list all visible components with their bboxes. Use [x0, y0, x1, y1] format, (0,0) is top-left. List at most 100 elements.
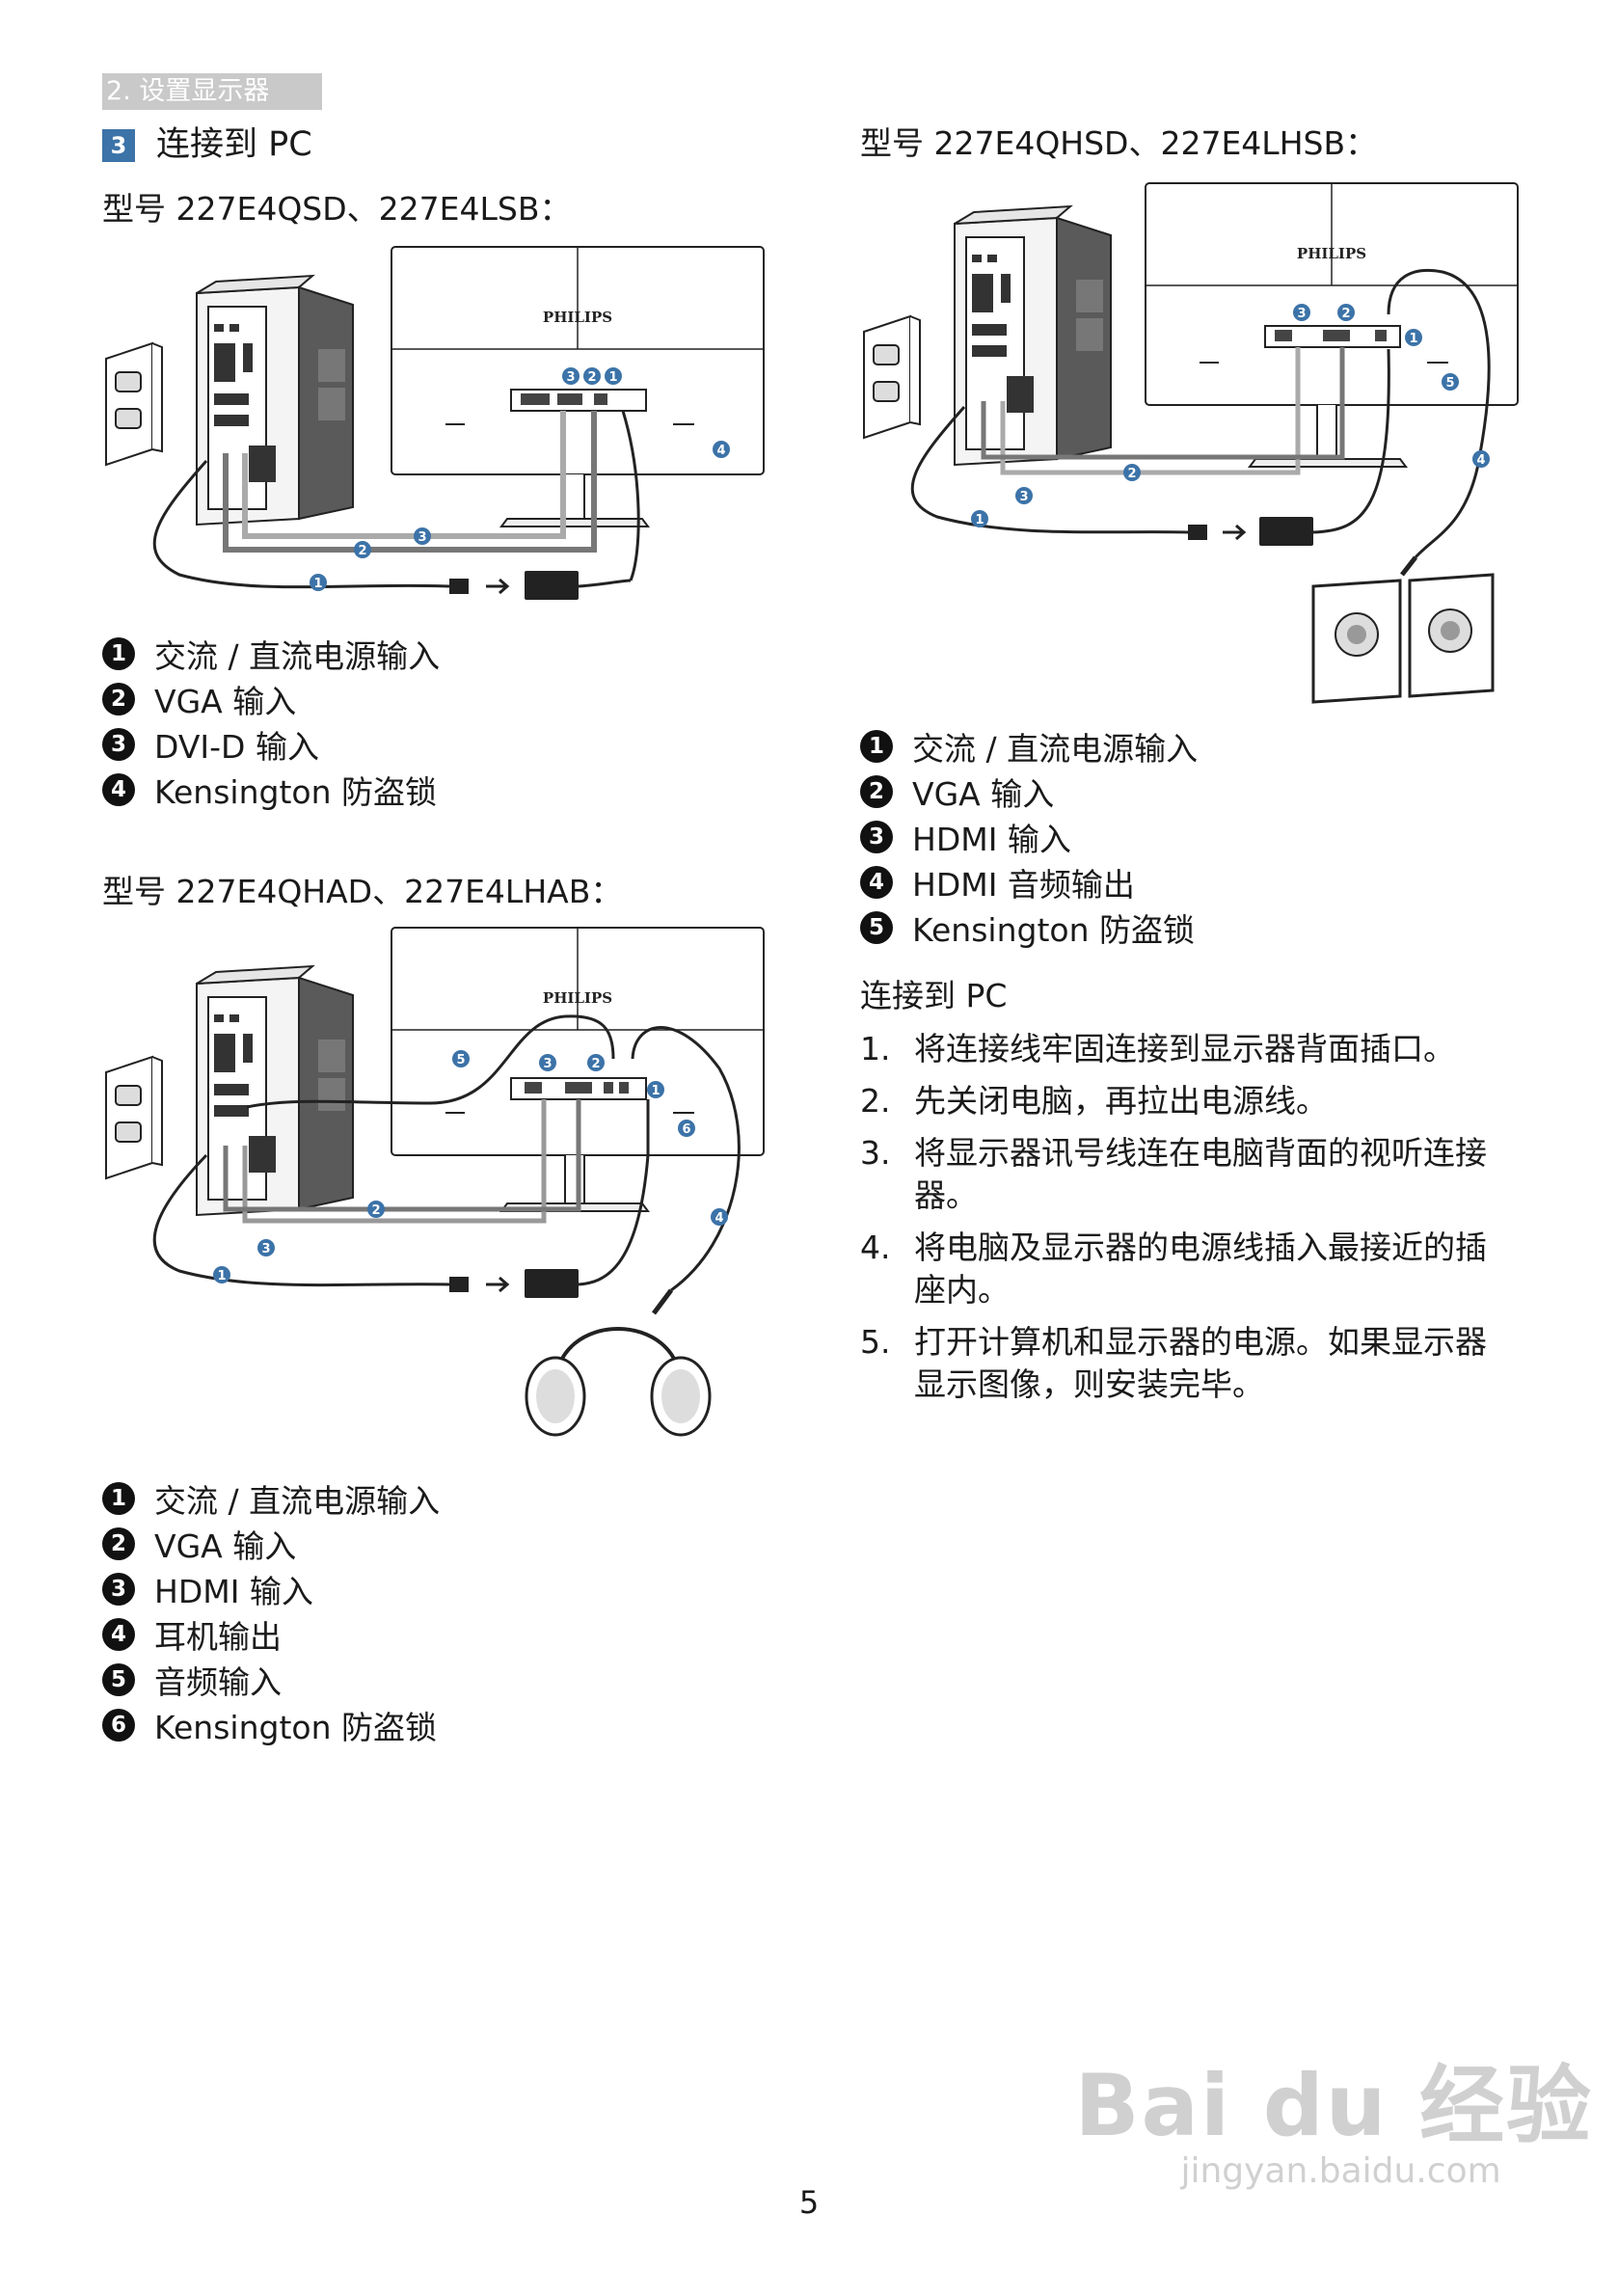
svg-text:1: 1: [1409, 332, 1417, 346]
svg-text:3: 3: [1019, 490, 1028, 504]
legend-number-badge: 1: [102, 1481, 135, 1515]
svg-text:6: 6: [682, 1122, 690, 1137]
svg-text:2: 2: [371, 1203, 380, 1218]
watermark-logo: Bai du 经验: [1074, 2056, 1593, 2155]
legend-number-badge: 6: [102, 1708, 135, 1742]
legend-label: DVI-D 输入: [154, 727, 319, 766]
svg-text:5: 5: [456, 1053, 465, 1067]
svg-text:3: 3: [543, 1057, 552, 1071]
legend-item: 6 Kensington 防盗锁: [102, 1702, 440, 1747]
step-number: 4.: [860, 1229, 891, 1266]
legend-number-badge: 1: [860, 729, 893, 763]
svg-text:4: 4: [715, 1211, 723, 1226]
legend-label: HDMI 输入: [912, 820, 1071, 858]
legend-number-badge: 3: [102, 727, 135, 761]
svg-text:1: 1: [975, 513, 984, 527]
legend-label: Kensington 防盗锁: [912, 910, 1195, 949]
legend-number-badge: 3: [860, 820, 893, 853]
page-number: 5: [798, 2184, 820, 2221]
legend-number-badge: 1: [102, 636, 135, 670]
step-title: 连接到 PC: [156, 125, 312, 164]
step-text: 将连接线牢固连接到显示器背面插口。: [914, 1030, 1455, 1067]
step-item: 1. 将连接线牢固连接到显示器背面插口。: [860, 1028, 1512, 1070]
legend-item: 1 交流 / 直流电源输入: [102, 631, 440, 676]
svg-text:1: 1: [651, 1084, 660, 1098]
svg-text:1: 1: [608, 370, 617, 385]
step-number: 2.: [860, 1082, 891, 1120]
brand-logo: PHILIPS: [543, 309, 612, 326]
step-item: 2. 先关闭电脑，再拉出电源线。: [860, 1080, 1512, 1122]
legend-item: 4 Kensington 防盗锁: [102, 767, 440, 812]
model-b-connection-diagram: PHILIPS 3 2 1: [102, 924, 777, 1464]
step-number: 3.: [860, 1134, 891, 1172]
svg-text:2: 2: [587, 370, 596, 385]
legend-number-badge: 5: [860, 910, 893, 944]
step-number-badge: 3: [102, 129, 135, 162]
svg-text:2: 2: [1341, 307, 1350, 321]
model-a-connection-diagram: PHILIPS 3 2 1 4 3 2 1: [102, 243, 777, 629]
legend-number-badge: 4: [860, 865, 893, 899]
legend-item: 1 交流 / 直流电源输入: [102, 1475, 440, 1521]
legend-label: 音频输入: [154, 1662, 282, 1701]
step-text: 将电脑及显示器的电源线插入最接近的插座内。: [914, 1229, 1487, 1309]
legend-item: 2 VGA 输入: [860, 769, 1198, 814]
step-heading: 3 连接到 PC: [102, 123, 312, 166]
legend-item: 2 VGA 输入: [102, 676, 440, 721]
watermark-url: jingyan.baidu.com: [1180, 2151, 1501, 2191]
legend-item: 1 交流 / 直流电源输入: [860, 723, 1198, 769]
legend-number-badge: 4: [102, 772, 135, 806]
model-c-legend: 1 交流 / 直流电源输入 2 VGA 输入 3 HDMI 输入 4 HDMI 音频输出…: [860, 723, 1198, 950]
legend-number-badge: 2: [860, 774, 893, 808]
legend-number-badge: 5: [102, 1662, 135, 1696]
legend-number-badge: 4: [102, 1617, 135, 1651]
svg-text:5: 5: [1445, 376, 1454, 391]
legend-label: 交流 / 直流电源输入: [154, 636, 441, 675]
model-c-connection-diagram: PHILIPS 3 2 1 5 4: [860, 179, 1535, 710]
legend-number-badge: 3: [102, 1572, 135, 1606]
svg-text:1: 1: [313, 577, 322, 591]
legend-label: Kensington 防盗锁: [154, 1708, 437, 1746]
legend-label: Kensington 防盗锁: [154, 772, 437, 811]
step-number: 1.: [860, 1030, 891, 1067]
legend-item: 3 HDMI 输入: [102, 1566, 440, 1611]
svg-text:3: 3: [418, 530, 426, 545]
svg-text:3: 3: [566, 370, 575, 385]
step-text: 先关闭电脑，再拉出电源线。: [914, 1082, 1328, 1120]
legend-label: 交流 / 直流电源输入: [912, 729, 1199, 768]
model-a-legend: 1 交流 / 直流电源输入 2 VGA 输入 3 DVI-D 输入 4 Kensingt…: [102, 631, 440, 812]
svg-text:2: 2: [1127, 467, 1136, 481]
legend-item: 4 HDMI 音频输出: [860, 859, 1198, 905]
legend-item: 5 音频输入: [102, 1657, 440, 1702]
legend-label: 交流 / 直流电源输入: [154, 1481, 441, 1520]
legend-item: 2 VGA 输入: [102, 1521, 440, 1566]
legend-label: VGA 输入: [154, 682, 297, 720]
legend-label: HDMI 音频输出: [912, 865, 1135, 904]
connect-heading: 连接到 PC: [860, 977, 1008, 1014]
legend-label: VGA 输入: [154, 1526, 297, 1565]
svg-text:4: 4: [716, 444, 725, 458]
svg-text:4: 4: [1476, 453, 1485, 468]
step-number: 5.: [860, 1323, 891, 1361]
section-tab: 2. 设置显示器: [102, 73, 322, 110]
legend-label: HDMI 输入: [154, 1572, 313, 1610]
legend-item: 3 HDMI 输入: [860, 814, 1198, 859]
legend-number-badge: 2: [102, 682, 135, 716]
step-item: 3. 将显示器讯号线连在电脑背面的视听连接器。: [860, 1132, 1512, 1217]
svg-text:3: 3: [261, 1242, 270, 1256]
model-a-title: 型号 227E4QSD、227E4LSB：: [102, 190, 572, 228]
svg-text:2: 2: [358, 544, 366, 558]
step-text: 将显示器讯号线连在电脑背面的视听连接器。: [914, 1134, 1487, 1214]
legend-number-badge: 2: [102, 1526, 135, 1560]
brand-logo: PHILIPS: [543, 989, 612, 1007]
legend-label: VGA 输入: [912, 774, 1055, 813]
model-c-title: 型号 227E4QHSD、227E4LHSB：: [860, 124, 1378, 162]
svg-text:1: 1: [217, 1269, 226, 1283]
legend-item: 3 DVI-D 输入: [102, 721, 440, 767]
connect-steps-list: 1. 将连接线牢固连接到显示器背面插口。 2. 先关闭电脑，再拉出电源线。 3. 将显…: [860, 1028, 1512, 1406]
step-item: 4. 将电脑及显示器的电源线插入最接近的插座内。: [860, 1227, 1512, 1311]
svg-text:3: 3: [1297, 307, 1306, 321]
step-text: 打开计算机和显示器的电源。如果显示器显示图像，则安装完毕。: [914, 1323, 1487, 1403]
legend-item: 5 Kensington 防盗锁: [860, 905, 1198, 950]
